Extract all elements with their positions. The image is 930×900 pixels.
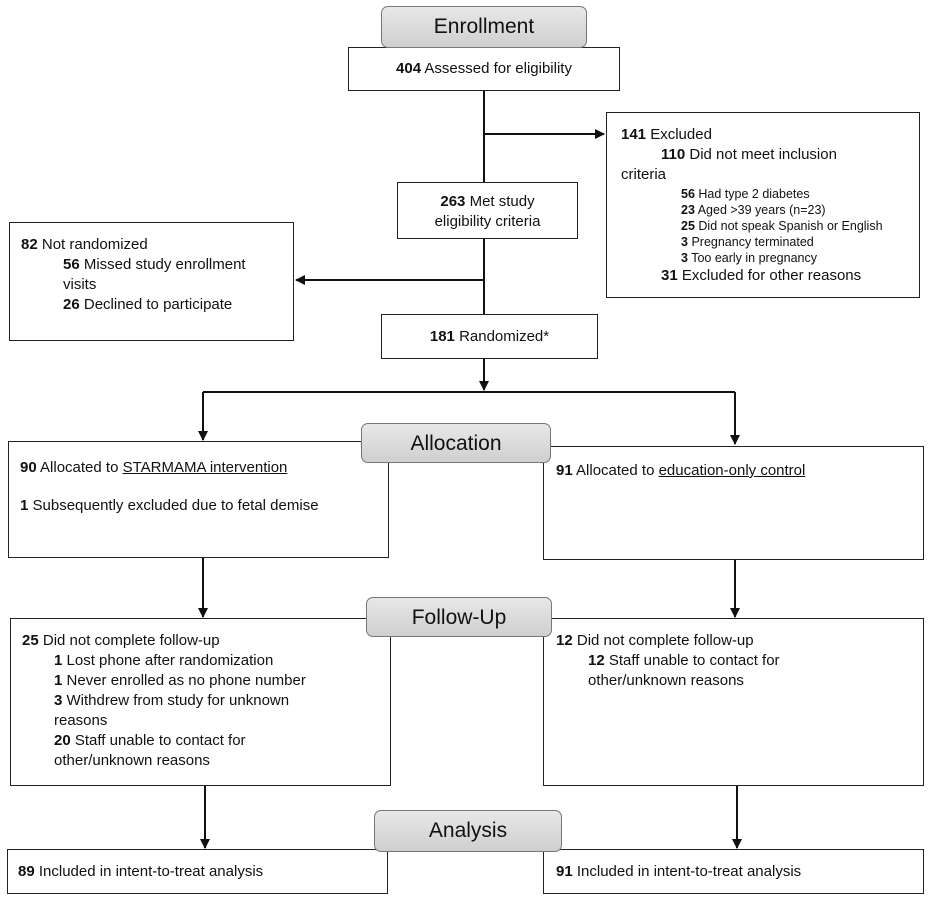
inclusion-count: 110 bbox=[661, 146, 686, 163]
missed-visits-line-2: visits bbox=[63, 276, 97, 293]
no-phone-line: 1 Never enrolled as no phone number bbox=[54, 672, 306, 689]
assessed-box: 404 Assessed for eligibility bbox=[348, 47, 620, 91]
eligible-line: 263 Met study bbox=[398, 192, 577, 212]
excluded-text: Excluded bbox=[650, 126, 712, 143]
intervention-box: 90 Allocated to STARMAMA intervention 1 … bbox=[8, 441, 389, 558]
followup-left-line: 25 Did not complete follow-up bbox=[22, 631, 390, 651]
other-reasons-count: 31 bbox=[661, 267, 678, 284]
other-reasons-text: Excluded for other reasons bbox=[681, 267, 862, 284]
inclusion-line: 110 Did not meet inclusion bbox=[621, 145, 919, 165]
analysis-left-count: 89 bbox=[18, 863, 35, 880]
control-box: 91 Allocated to education-only control bbox=[543, 446, 924, 560]
analysis-right-line: 91 Included in intent-to-treat analysis bbox=[556, 862, 923, 882]
not-randomized-box: 82 Not randomized 56 Missed study enroll… bbox=[9, 222, 294, 341]
followup-right-text: Did not complete follow-up bbox=[576, 632, 754, 649]
assessed-line: 404 Assessed for eligibility bbox=[349, 59, 619, 79]
allocation-stage-label: Allocation bbox=[361, 423, 551, 463]
missed-visits-line: 56 Missed study enrollment bbox=[63, 256, 246, 273]
unable-contact-left-line-2: other/unknown reasons bbox=[54, 752, 210, 769]
intervention-line: 90 Allocated to STARMAMA intervention bbox=[20, 458, 388, 478]
control-count: 91 bbox=[556, 462, 573, 479]
reason-diabetes: 56 Had type 2 diabetes bbox=[681, 187, 810, 201]
followup-right-box: 12 Did not complete follow-up 12 Staff u… bbox=[543, 618, 924, 786]
followup-left-count: 25 bbox=[22, 632, 39, 649]
control-prefix: Allocated to bbox=[576, 462, 655, 479]
declined-line: 26 Declined to participate bbox=[63, 296, 233, 313]
reason-age: 23 Aged >39 years (n=23) bbox=[681, 203, 826, 217]
analysis-right-box: 91 Included in intent-to-treat analysis bbox=[543, 849, 924, 894]
withdrew-line-2: reasons bbox=[54, 712, 108, 729]
randomized-line: 181 Randomized* bbox=[382, 327, 597, 347]
eligible-count: 263 bbox=[440, 193, 466, 210]
reason-terminated: 3 Pregnancy terminated bbox=[681, 235, 814, 249]
control-arm: education-only control bbox=[658, 462, 806, 479]
not-randomized-count: 82 bbox=[21, 236, 38, 253]
inclusion-text: Did not meet inclusion bbox=[689, 146, 837, 163]
reason-language: 25 Did not speak Spanish or English bbox=[681, 219, 883, 233]
followup-right-count: 12 bbox=[556, 632, 573, 649]
eligible-text: Met study bbox=[469, 193, 535, 210]
analysis-left-box: 89 Included in intent-to-treat analysis bbox=[7, 849, 388, 894]
reason-too-early: 3 Too early in pregnancy bbox=[681, 251, 817, 265]
eligible-line-2: eligibility criteria bbox=[434, 213, 541, 230]
excluded-line: 141 Excluded bbox=[621, 125, 919, 145]
randomized-text: Randomized* bbox=[459, 328, 550, 345]
unable-contact-left-line: 20 Staff unable to contact for bbox=[54, 732, 246, 749]
unable-contact-right-line-2: other/unknown reasons bbox=[588, 672, 744, 689]
control-line: 91 Allocated to education-only control bbox=[556, 461, 923, 481]
assessed-count: 404 bbox=[396, 60, 422, 77]
followup-right-line: 12 Did not complete follow-up bbox=[556, 631, 923, 651]
assessed-text: Assessed for eligibility bbox=[424, 60, 572, 77]
withdrew-line: 3 Withdrew from study for unknown bbox=[54, 692, 290, 709]
inclusion-line-2: criteria bbox=[621, 166, 667, 183]
other-reasons-line: 31 Excluded for other reasons bbox=[621, 266, 919, 286]
lost-phone-line: 1 Lost phone after randomization bbox=[54, 652, 274, 669]
analysis-left-line: 89 Included in intent-to-treat analysis bbox=[18, 862, 387, 882]
randomized-box: 181 Randomized* bbox=[381, 314, 598, 359]
analysis-right-text: Included in intent-to-treat analysis bbox=[576, 863, 802, 880]
analysis-left-text: Included in intent-to-treat analysis bbox=[38, 863, 264, 880]
intervention-count: 90 bbox=[20, 459, 37, 476]
followup-stage-label: Follow-Up bbox=[366, 597, 552, 637]
excluded-count: 141 bbox=[621, 126, 647, 143]
unable-contact-right-line: 12 Staff unable to contact for bbox=[588, 652, 780, 669]
analysis-stage-label: Analysis bbox=[374, 810, 562, 852]
not-randomized-text: Not randomized bbox=[41, 236, 148, 253]
followup-left-box: 25 Did not complete follow-up 1 Lost pho… bbox=[10, 618, 391, 786]
eligible-box: 263 Met study eligibility criteria bbox=[397, 182, 578, 239]
analysis-right-count: 91 bbox=[556, 863, 573, 880]
excluded-box: 141 Excluded 110 Did not meet inclusion … bbox=[606, 112, 920, 298]
not-randomized-line: 82 Not randomized bbox=[21, 235, 293, 255]
intervention-prefix: Allocated to bbox=[40, 459, 119, 476]
enrollment-stage-label: Enrollment bbox=[381, 6, 587, 48]
randomized-count: 181 bbox=[429, 328, 455, 345]
intervention-arm: STARMAMA intervention bbox=[122, 459, 288, 476]
fetal-demise-line: 1 Subsequently excluded due to fetal dem… bbox=[20, 497, 319, 514]
followup-left-text: Did not complete follow-up bbox=[42, 632, 220, 649]
